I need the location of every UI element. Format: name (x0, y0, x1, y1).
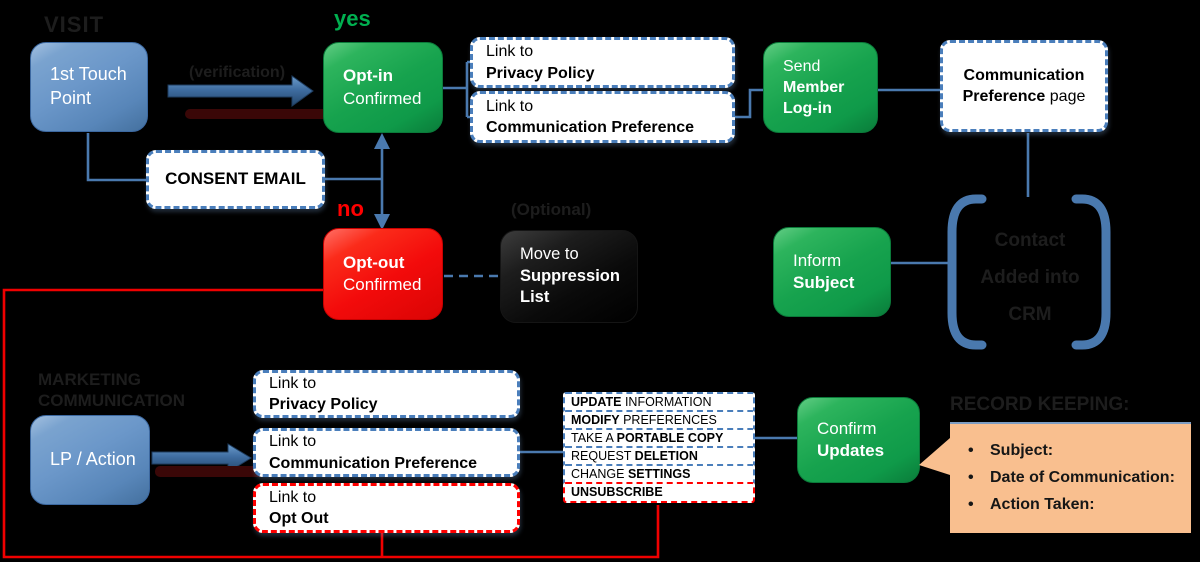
first-touch-to-consent-line (86, 133, 146, 182)
suppression-line3: List (520, 288, 550, 307)
comm-pref-page-bold: Communication Preference (962, 66, 1085, 105)
blue-connectors (86, 60, 1030, 454)
action-seg: MODIFY (571, 412, 620, 427)
callout-item-date: Date of Communication: (964, 464, 1183, 491)
marketing-line2: COMMUNICATION (38, 391, 185, 410)
inform-line1: Inform (793, 250, 842, 270)
optin-line1: Opt-in (343, 66, 394, 86)
contact-added-into-crm-label: Contact Added into CRM (950, 222, 1110, 333)
action-seg: CHANGE (571, 466, 628, 481)
optout-line2: Confirmed (343, 275, 422, 294)
crm-brace-left-icon (947, 194, 987, 350)
action-row-change-settings: CHANGE SETTINGS (563, 464, 755, 485)
link-optout-line1: Link to (269, 488, 317, 506)
node-link-privacy-policy-top: Link to Privacy Policy (470, 37, 735, 88)
confirm-line1: Confirm (817, 418, 877, 438)
node-communication-preference-page: Communication Preference page (940, 40, 1108, 132)
node-consent-email: CONSENT EMAIL (146, 150, 325, 209)
actions-list: UPDATE INFORMATION MODIFY PREFERENCES TA… (563, 392, 755, 503)
node-first-touch-point: 1st Touch Point (30, 42, 148, 132)
send-login-line3: Log-in (783, 100, 832, 118)
send-login-line1: Send (783, 57, 821, 75)
action-seg: SETTINGS (627, 466, 691, 481)
node-optout-confirmed: Opt-out Confirmed (323, 228, 443, 320)
marketing-line1: MARKETING (38, 370, 141, 389)
verification-label: (verification) (189, 64, 286, 81)
node-confirm-updates: Confirm Updates (797, 397, 920, 483)
arrow-lp-to-links-icon (151, 443, 252, 473)
send-login-line2: Member (783, 78, 845, 96)
crm-line1: Contact (994, 230, 1066, 251)
link-comm-top-line2: Communication Preference (486, 119, 695, 136)
action-row-unsubscribe: UNSUBSCRIBE (563, 482, 755, 503)
no-label: no (337, 196, 364, 221)
node-inform-subject: Inform Subject (773, 227, 891, 317)
lp-action-label: LP / Action (50, 449, 136, 470)
optin-to-links-bracket (443, 60, 471, 119)
visit-label: VISIT (44, 12, 105, 37)
action-seg: DELETION (634, 448, 698, 463)
communication-preference-page-label: Communication Preference page (957, 65, 1091, 107)
node-move-to-suppression-list: Move to Suppression List (500, 230, 638, 323)
callout-item-subject: Subject: (964, 437, 1183, 464)
optout-loop-line (2, 288, 660, 559)
action-seg: REQUEST (571, 448, 635, 463)
redacted-annotation-top (185, 109, 331, 119)
action-seg: UNSUBSCRIBE (571, 484, 663, 499)
optout-line1: Opt-out (343, 252, 405, 272)
action-row-take-portable-copy: TAKE A PORTABLE COPY (563, 428, 755, 449)
node-link-communication-preference-top: Link to Communication Preference (470, 91, 735, 143)
redacted-annotation-bottom (155, 466, 318, 477)
action-seg: PREFERENCES (619, 412, 717, 427)
node-link-communication-preference-bottom: Link to Communication Preference (253, 428, 520, 477)
record-keeping-label: RECORD KEEPING: (950, 394, 1130, 415)
optional-label: (Optional) (511, 200, 592, 219)
link-privacy-bottom-line2: Privacy Policy (269, 396, 378, 413)
node-link-privacy-policy-bottom: Link to Privacy Policy (253, 370, 520, 418)
first-touch-point-label: 1st Touch Point (50, 64, 127, 108)
node-send-member-login: Send Member Log-in (763, 42, 878, 133)
action-seg: UPDATE (571, 394, 622, 409)
link-privacy-top-line2: Privacy Policy (486, 64, 595, 82)
node-lp-action: LP / Action (30, 415, 150, 505)
link-comm-bottom-line1: Link to (269, 433, 317, 451)
action-seg: INFORMATION (621, 394, 712, 409)
link-optout-line2: Opt Out (269, 510, 329, 527)
record-keeping-callout: Subject: Date of Communication: Action T… (919, 422, 1191, 533)
link-privacy-top-line1: Link to (486, 43, 534, 61)
crm-line3: CRM (1008, 304, 1052, 325)
action-row-update-information: UPDATE INFORMATION (563, 392, 755, 413)
suppression-line2: Suppression (520, 266, 620, 285)
link-comm-bottom-line2: Communication Preference (269, 454, 478, 472)
crm-brace-right-icon (1071, 194, 1111, 350)
yes-label: yes (334, 6, 371, 31)
arrowhead-up-icon (374, 133, 390, 149)
consent-email-label: CONSENT EMAIL (165, 169, 306, 189)
link-comm-top-line1: Link to (486, 97, 534, 115)
node-optin-confirmed: Opt-in Confirmed (323, 42, 443, 133)
inform-line2: Subject (793, 273, 855, 292)
callout-item-action: Action Taken: (964, 491, 1183, 518)
action-seg: TAKE A (571, 430, 617, 445)
callout-tail-icon (919, 438, 950, 475)
suppression-line1: Move to (520, 244, 579, 263)
arrow-first-touch-to-optin-icon (167, 75, 314, 107)
node-link-opt-out: Link to Opt Out (253, 483, 520, 533)
link-privacy-bottom-line1: Link to (269, 374, 317, 392)
action-seg: PORTABLE COPY (616, 430, 724, 445)
crm-line2: Added into (980, 267, 1080, 288)
comm-pref-page-rest: page (1045, 88, 1086, 105)
optin-line2: Confirmed (343, 88, 422, 108)
marketing-communication-label: MARKETING COMMUNICATION (38, 369, 185, 411)
links-to-login-line (735, 88, 763, 119)
arrowhead-down-icon (374, 214, 390, 230)
confirm-line2: Updates (817, 441, 885, 460)
